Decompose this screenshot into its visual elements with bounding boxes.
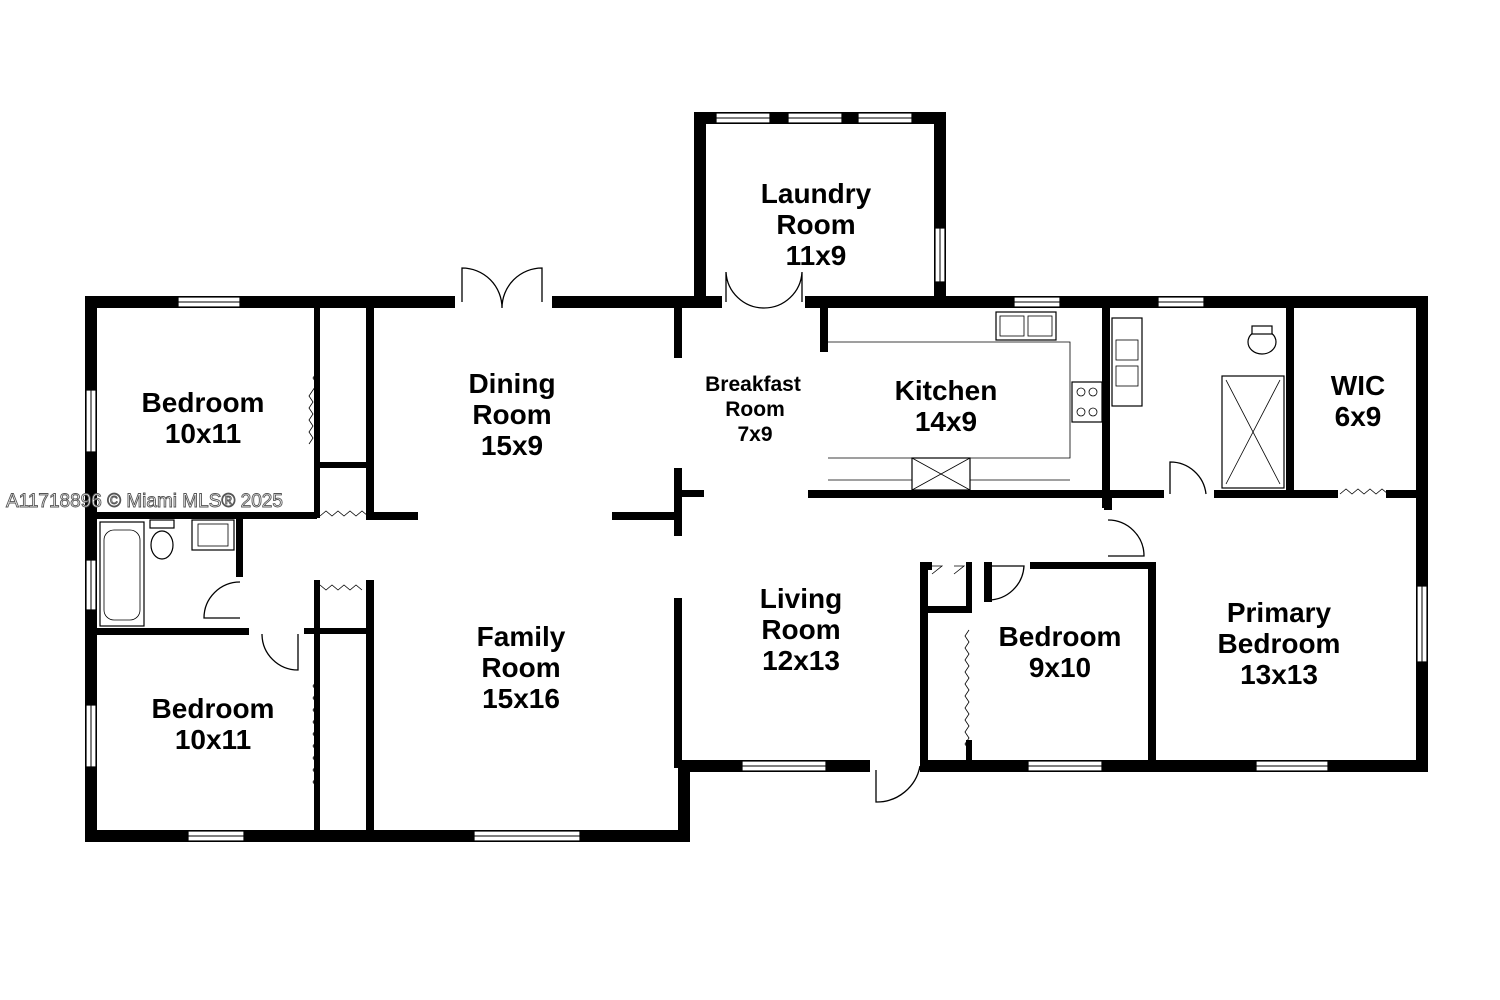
label-breakfast-2: Room — [725, 398, 785, 421]
closet-bifold-hall — [319, 510, 369, 517]
wall-bed-mid-west — [966, 562, 972, 606]
label-bed-sw-size: 10x11 — [175, 724, 251, 755]
fixtures — [99, 311, 1285, 627]
wall-hall-east-stub — [1104, 496, 1112, 510]
wall-kitchen-west — [820, 308, 828, 352]
wall-closet-divider — [314, 462, 370, 468]
room-labels: Laundry Room 11x9 Bedroom 10x11 Dining R… — [142, 178, 1386, 755]
kitchen-sink-icon — [995, 311, 1057, 341]
wall-bed-mid-west2 — [966, 740, 972, 772]
windows — [85, 112, 1428, 842]
label-kitchen-size: 14x9 — [915, 406, 977, 437]
label-wic-1: WIC — [1331, 370, 1385, 401]
wall-bath-east — [236, 515, 243, 577]
label-primary-1: Primary — [1227, 597, 1332, 628]
wall-breakfast-west-upper — [674, 308, 682, 358]
wall-north-west — [85, 296, 455, 308]
wall-kitchen-east — [1102, 308, 1110, 508]
wall-north-mid — [552, 296, 722, 308]
vanity-sink-icon — [1111, 317, 1143, 407]
wall-hall-stub — [366, 512, 418, 520]
label-bed-sw-1: Bedroom — [152, 693, 275, 724]
closet-bifold-sw — [319, 584, 363, 591]
doors — [203, 267, 1389, 803]
wall-bath-south — [97, 628, 249, 635]
label-breakfast-1: Breakfast — [705, 373, 801, 396]
closet-bifold-nw — [308, 371, 318, 445]
door-bed-sw — [261, 633, 299, 671]
wall-family-west — [366, 580, 374, 830]
label-living-2: Room — [761, 614, 840, 645]
wall-primary-west — [1148, 562, 1156, 772]
wall-south-west — [85, 830, 690, 842]
label-primary-size: 13x13 — [1240, 659, 1318, 690]
label-family-2: Room — [481, 652, 560, 683]
watermark: A11718896 © Miami MLS® 2025 — [6, 491, 283, 512]
wall-breakfast-stub — [674, 490, 704, 497]
wall-hall-west — [366, 308, 374, 518]
closet-bifold-mid — [964, 629, 970, 751]
door-bath — [203, 581, 241, 619]
wall-bath-north — [97, 512, 317, 519]
label-laundry-1: Laundry — [761, 178, 872, 209]
wall-north-mid2 — [805, 296, 940, 308]
door-bed-mid — [987, 565, 1025, 601]
wall-bath2-south — [1214, 490, 1338, 498]
door-laundry-double — [725, 271, 803, 309]
label-kitchen-1: Kitchen — [895, 375, 998, 406]
label-bed-nw-1: Bedroom — [142, 387, 265, 418]
wall-south-step — [678, 760, 690, 842]
label-primary-2: Bedroom — [1218, 628, 1341, 659]
label-wic-size: 6x9 — [1335, 401, 1382, 432]
wall-breakfast-west-mid — [674, 468, 682, 536]
wall-bed-mid-north2 — [1030, 562, 1154, 569]
label-dining-2: Room — [472, 399, 551, 430]
wall-closet3-north — [920, 562, 932, 570]
label-bed-nw-size: 10x11 — [165, 418, 241, 449]
wall-wic-south — [1386, 490, 1418, 498]
label-family-1: Family — [477, 621, 566, 652]
label-breakfast-size: 7x9 — [737, 423, 772, 446]
door-front — [875, 765, 921, 803]
wall-bed-mid-north — [984, 562, 992, 602]
wall-east — [1416, 296, 1428, 772]
wall-bed-sw-east — [314, 580, 320, 830]
label-dining-size: 15x9 — [481, 430, 543, 461]
closet-door-mid-top — [931, 565, 966, 575]
wall-kitchen-south — [808, 490, 1164, 498]
wall-closet2-north — [304, 628, 366, 634]
wall-bed-nw-east — [314, 308, 320, 518]
label-living-1: Living — [760, 583, 842, 614]
door-dining-double — [461, 267, 543, 309]
bathtub-icon — [99, 521, 145, 627]
label-family-size: 15x16 — [482, 683, 560, 714]
wall-wic-west — [1286, 308, 1294, 498]
label-bed-mid-size: 9x10 — [1029, 652, 1091, 683]
label-laundry-size: 11x9 — [786, 240, 847, 271]
wall-closet3-west — [920, 562, 928, 772]
door-bath2 — [1169, 461, 1207, 495]
wall-south-east — [920, 760, 1428, 772]
wall-family-east — [674, 598, 682, 768]
closet-bifold-sw2 — [312, 679, 318, 789]
wall-laundry-west — [694, 112, 706, 308]
stove-icon — [1071, 381, 1103, 423]
wall-closet3-mid — [920, 606, 972, 613]
bath-sink-icon — [191, 519, 235, 551]
label-dining-1: Dining — [468, 368, 555, 399]
wall-dining-stub — [612, 512, 680, 520]
toilet-icon-hall — [150, 530, 174, 560]
label-laundry-2: Room — [776, 209, 855, 240]
label-living-size: 12x13 — [762, 645, 840, 676]
label-bed-mid-1: Bedroom — [999, 621, 1122, 652]
door-primary — [1107, 519, 1145, 557]
closet-bifold-wic — [1339, 488, 1389, 495]
